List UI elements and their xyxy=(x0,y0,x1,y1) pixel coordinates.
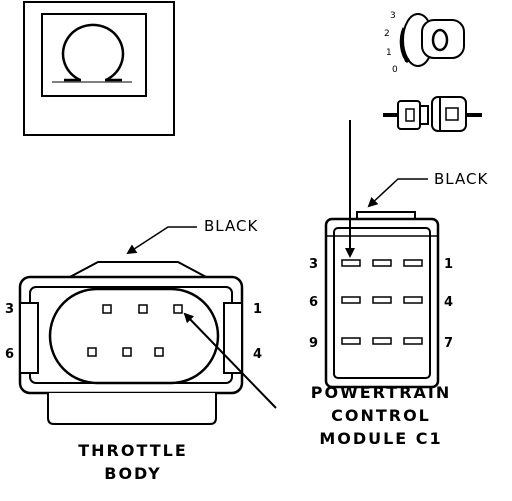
throttle-body-connector: BLACK 3 1 6 4 THROTTLE BODY xyxy=(5,217,277,483)
ohm-symbol-icon xyxy=(52,23,132,83)
pcm-pin-row-2 xyxy=(341,296,423,304)
pcm-caption-3: MODULE C1 xyxy=(319,429,442,448)
pcm-pin-6: 6 xyxy=(309,295,318,310)
throttle-pin-6: 6 xyxy=(5,347,14,362)
pcm-black-label: BLACK xyxy=(434,170,488,188)
key-position-1: 1 xyxy=(386,48,392,58)
throttle-body-caption-1: THROTTLE xyxy=(78,441,188,460)
key-position-3: 3 xyxy=(390,11,396,21)
throttle-pin-1: 1 xyxy=(253,302,262,317)
pcm-caption-2: CONTROL xyxy=(331,406,431,425)
ignition-switch-icon: 3 2 1 0 xyxy=(384,11,465,75)
pcm-pin-4: 4 xyxy=(444,295,453,310)
throttle-pin-3: 3 xyxy=(5,302,14,317)
pcm-pin-row-3 xyxy=(341,337,423,345)
key-position-0: 0 xyxy=(392,65,398,75)
pcm-c1-connector: BLACK 3 1 6 4 9 7 xyxy=(309,120,488,448)
ohmmeter-display xyxy=(23,1,175,136)
throttle-body-caption-2: BODY xyxy=(104,464,162,483)
pcm-pin-1: 1 xyxy=(444,257,453,272)
throttle-black-label: BLACK xyxy=(204,217,258,235)
pcm-pin-9: 9 xyxy=(309,336,318,351)
key-position-2: 2 xyxy=(384,29,390,39)
connector-plug-icon xyxy=(383,96,482,132)
pcm-pin-row-1 xyxy=(341,259,423,267)
pcm-pin-3: 3 xyxy=(309,257,318,272)
pcm-caption-1: POWERTRAIN xyxy=(311,383,451,402)
pcm-pin-7: 7 xyxy=(444,336,453,351)
throttle-pin-4: 4 xyxy=(253,347,262,362)
